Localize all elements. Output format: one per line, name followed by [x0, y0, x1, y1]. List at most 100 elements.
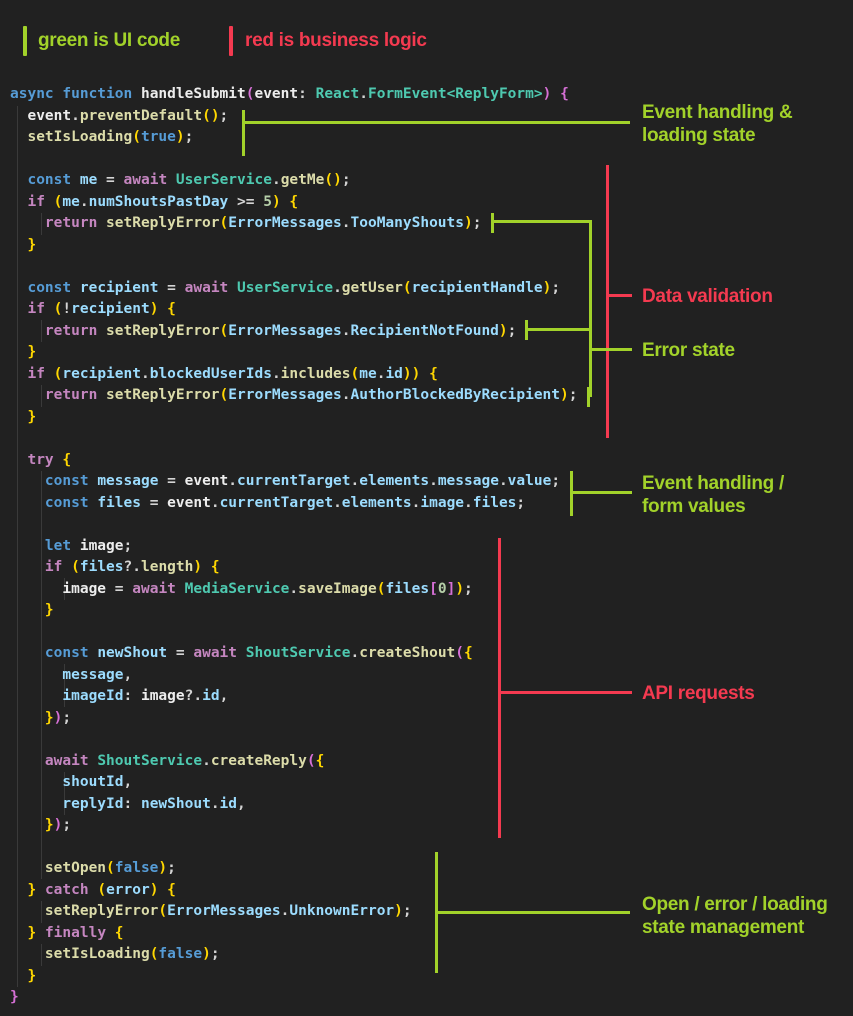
code-token: . [228, 473, 238, 489]
code-line: setReplyError(ErrorMessages.UnknownError… [10, 901, 577, 923]
code-token: catch [44, 881, 98, 898]
code-token: me [79, 172, 98, 188]
code-token: ErrorMessages [167, 903, 281, 919]
code-token: recipientHandle [411, 279, 543, 296]
code-token: . [341, 387, 351, 403]
code-token: recipient [79, 279, 159, 296]
code-token [10, 387, 45, 403]
code-token: await [184, 279, 238, 296]
code-token: . [271, 172, 281, 188]
code-line [10, 149, 577, 171]
code-token [10, 452, 27, 468]
code-token [10, 817, 45, 833]
code-token [10, 344, 27, 360]
code-token: newShout [97, 645, 168, 661]
code-token: FormEvent [367, 86, 447, 102]
code-token: . [202, 752, 211, 769]
code-token: { [315, 752, 325, 769]
code-token: , [123, 666, 133, 683]
annotation-connector [606, 294, 632, 297]
code-line: } [10, 407, 577, 429]
code-token: ShoutService [245, 645, 351, 661]
indent-guide [41, 471, 42, 879]
code-token: = [140, 494, 168, 511]
code-token: ) [210, 107, 220, 124]
code-token: if [44, 559, 72, 575]
code-token: . [350, 473, 360, 489]
green-legend-bar [23, 26, 27, 56]
code-token: = [106, 580, 133, 597]
code-line [10, 622, 577, 644]
code-token: . [140, 365, 150, 382]
code-token: ( [202, 107, 211, 124]
code-line: return setReplyError(ErrorMessages.Autho… [10, 385, 578, 407]
code-token [10, 667, 62, 683]
annotation-label-event-form-values: Event handling / form values [642, 473, 784, 517]
code-token: , [237, 795, 246, 812]
code-token: message [437, 473, 499, 489]
code-line: const newShout = await ShoutService.crea… [10, 643, 577, 665]
annotation-connector [589, 220, 592, 397]
code-token: setReplyError [106, 215, 220, 231]
code-token: } [27, 236, 37, 253]
code-token [10, 903, 45, 919]
code-token [10, 194, 27, 210]
code-token [10, 946, 45, 962]
code-token: ErrorMessages [228, 215, 342, 231]
code-token: >= [228, 193, 264, 210]
code-token: false [158, 946, 203, 962]
code-line: if (me.numShoutsPastDay >= 5) { [10, 192, 577, 214]
code-token: image [62, 580, 107, 597]
code-token: files [472, 494, 517, 511]
code-token: ( [132, 129, 141, 145]
code-token: ; [62, 709, 72, 726]
code-token: setReplyError [106, 387, 220, 403]
code-line: if (files?.length) { [10, 557, 577, 579]
code-token: } [27, 924, 45, 941]
code-token: . [79, 193, 89, 210]
code-token [10, 688, 62, 704]
code-token [10, 581, 62, 597]
code-token: getMe [280, 172, 325, 188]
code-token: ) [402, 365, 412, 382]
code-token: message [62, 666, 124, 683]
annotation-connector [606, 165, 609, 438]
code-token: newShout [140, 795, 211, 812]
code-token: elements [359, 473, 430, 489]
code-token: ; [551, 279, 561, 296]
code-token: getUser [341, 279, 403, 296]
code-token [10, 409, 27, 425]
code-token: . [411, 494, 421, 511]
code-token: { [551, 86, 569, 102]
indent-guide [41, 213, 42, 235]
code-token: } [44, 709, 54, 726]
code-token: event [27, 107, 72, 124]
code-token: ErrorMessages [228, 387, 342, 403]
code-token: ) [149, 301, 159, 317]
code-token: { [420, 365, 438, 382]
code-token: } [27, 967, 37, 984]
code-line: }); [10, 815, 577, 837]
code-token: ) [394, 903, 403, 919]
code-token: AuthorBlockedByRecipient [350, 387, 561, 403]
code-token: . [210, 494, 220, 511]
code-token: ?. [123, 559, 141, 575]
code-line: setOpen(false); [10, 858, 577, 880]
code-token: try [27, 451, 63, 468]
code-token: imageId [62, 688, 124, 704]
code-token: const [44, 473, 98, 489]
code-token: ; [219, 107, 229, 124]
indent-guide [64, 664, 65, 707]
code-token: await [193, 645, 246, 661]
indent-guide [41, 385, 42, 407]
code-token: await [44, 752, 98, 769]
code-token: image [140, 688, 185, 704]
code-token: return [44, 322, 107, 339]
code-token: 5 [263, 193, 272, 210]
code-token: return [44, 215, 107, 231]
code-token: ) [53, 817, 63, 833]
code-line [10, 428, 577, 450]
code-token: ( [158, 903, 168, 919]
code-token: await [123, 172, 176, 188]
code-token: MediaService [184, 580, 290, 597]
